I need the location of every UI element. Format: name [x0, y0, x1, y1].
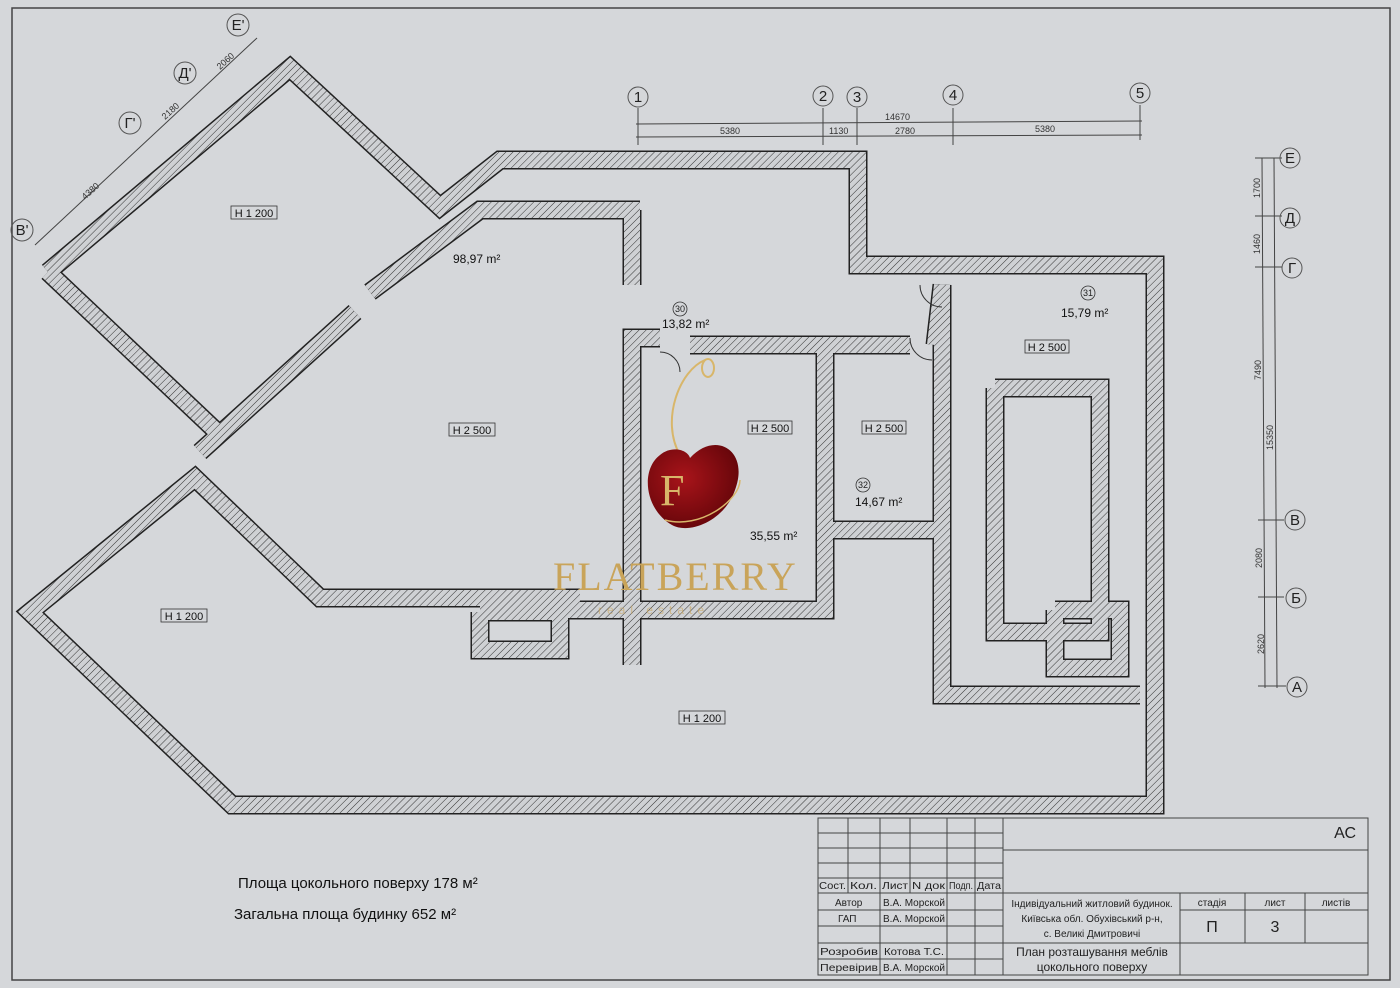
room-area: 98,97 m²: [453, 252, 500, 266]
title-block: [817, 817, 1369, 976]
sheet-label: лист: [1264, 898, 1285, 909]
height-tag: Н 2 500: [453, 425, 492, 437]
diagonal-dimensions: [10, 13, 258, 246]
room-area: 13,82 m²: [662, 317, 709, 331]
tb-name: Котова Т.С.: [884, 947, 944, 958]
total-area-note: Загальна площа будинку 652 м²: [234, 906, 456, 923]
axis-label: 1: [634, 89, 642, 106]
axis-label: Е: [1285, 150, 1295, 167]
dimension-label: 15350: [1265, 425, 1275, 450]
tb-name: В.А. Морской: [883, 914, 945, 925]
axis-label: Д': [178, 65, 191, 82]
axis-label: Г': [125, 115, 136, 132]
tb-header: Кол.: [850, 881, 877, 892]
top-dimensions: [627, 82, 1151, 145]
dimension-label: 2620: [1256, 634, 1266, 654]
sheet-frame: [11, 7, 1391, 981]
height-tag: Н 1 200: [683, 713, 722, 725]
drawing-name: План розташування меблів: [1016, 945, 1168, 959]
room-number: 31: [1083, 288, 1093, 298]
axis-label: Д: [1285, 210, 1295, 227]
drawing-name: цокольного поверху: [1037, 960, 1148, 974]
height-tag: Н 2 500: [751, 423, 790, 435]
axis-label: В: [1290, 512, 1300, 529]
tb-header: Лист: [882, 881, 908, 892]
basement-area-note: Площа цокольного поверху 178 м²: [238, 875, 478, 892]
axis-label: 4: [949, 87, 957, 104]
room-area: 15,79 m²: [1061, 306, 1108, 320]
dimension-label: 7490: [1253, 360, 1263, 380]
tb-role: Автор: [835, 898, 863, 909]
svg-text:FLATBERRY: FLATBERRY: [553, 554, 798, 599]
sheets-label: листів: [1322, 898, 1351, 909]
tb-header: Дата: [977, 881, 1001, 892]
room-number: 32: [858, 480, 868, 490]
tb-header: N док: [912, 881, 946, 892]
dimension-label: 1700: [1252, 178, 1262, 198]
height-tag: Н 1 200: [165, 611, 204, 623]
room-number: 30: [675, 304, 685, 314]
tb-name: В.А. Морской: [883, 898, 945, 909]
tb-header: Сост.: [819, 881, 846, 892]
height-tag: Н 2 500: [865, 423, 904, 435]
height-tag: Н 2 500: [1028, 342, 1067, 354]
room-area: 14,67 m²: [855, 495, 902, 509]
stage-value: П: [1206, 919, 1218, 936]
svg-text:F: F: [660, 466, 684, 515]
right-dimensions: [1255, 147, 1308, 698]
axis-label: 2: [819, 88, 827, 105]
dimension-label: 2780: [895, 126, 915, 136]
tb-role: ГАП: [838, 914, 857, 925]
project-line: с. Великі Дмитровичі: [1044, 929, 1141, 940]
project-line: Київська обл. Обухівський р-н,: [1021, 913, 1162, 925]
sheet-value: 3: [1271, 919, 1280, 936]
axis-label: 5: [1136, 85, 1144, 102]
axis-label: 3: [853, 89, 861, 106]
dimension-label: 5380: [1035, 124, 1055, 134]
tb-header: Подп.: [949, 881, 973, 892]
svg-text:real estate: real estate: [598, 603, 709, 617]
height-tag: Н 1 200: [235, 208, 274, 220]
axis-label: Е': [232, 17, 245, 34]
tb-role: Розробив: [820, 946, 878, 958]
axis-label: Б: [1291, 590, 1301, 607]
flatberry-logo: F FLATBERRY real estate: [553, 358, 798, 617]
tb-role: Перевірив: [820, 963, 878, 974]
axis-label: Г: [1288, 260, 1296, 277]
room-area: 35,55 m²: [750, 529, 797, 543]
dimension-label: 14670: [885, 112, 910, 122]
dimension-label: 4380: [80, 181, 102, 202]
walls: [15, 55, 1165, 815]
dimension-label: 1130: [829, 126, 848, 136]
drawing-code: АС: [1334, 825, 1356, 842]
height-tags: [160, 205, 1070, 725]
axis-label: В': [16, 222, 29, 239]
dimension-label: 2080: [1254, 548, 1264, 568]
dimension-label: 1460: [1252, 234, 1262, 254]
tb-name: В.А. Морской: [883, 963, 945, 974]
dimension-label: 5380: [720, 126, 740, 136]
stage-label: стадія: [1198, 898, 1227, 909]
axis-label: А: [1292, 679, 1302, 696]
project-line: Індивідуальний житловий будинок.: [1011, 898, 1172, 910]
